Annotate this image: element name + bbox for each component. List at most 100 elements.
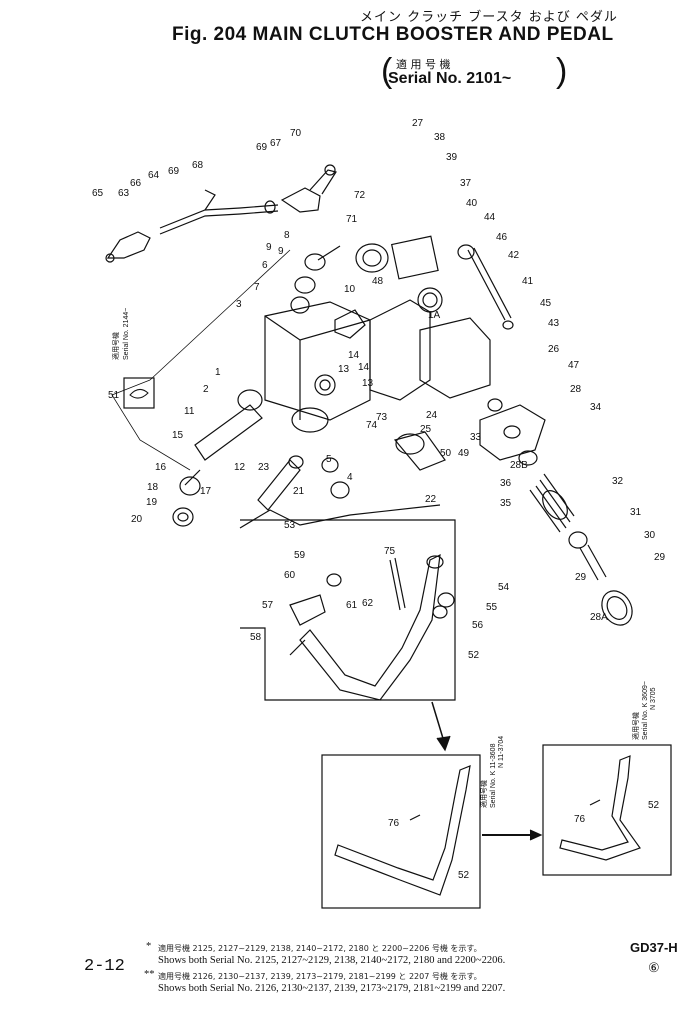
part-label: 16 [155, 462, 167, 473]
part-label: 42 [508, 250, 520, 261]
callout-51-box [123, 377, 155, 409]
part-label: 45 [540, 298, 552, 309]
part-label: 29 [654, 552, 666, 563]
figure-title: Fig. 204 MAIN CLUTCH BOOSTER AND PEDAL [172, 24, 614, 45]
part-label: 52 [468, 650, 480, 661]
part-label: 36 [500, 478, 512, 489]
serial-range: Serial No. 2101~ [388, 70, 512, 87]
inset-right-serial-1: Serial No. K 3609~ [642, 681, 649, 740]
part-label: 31 [630, 507, 642, 518]
cover-housing [419, 317, 491, 399]
part-label: 73 [376, 412, 388, 423]
footnote-1: Shows both Serial No. 2125, 2127~2129, 2… [158, 955, 506, 966]
pedal-group-outline [240, 519, 456, 701]
snap-ring-icon [129, 389, 149, 399]
part-label: 3 [236, 299, 242, 310]
part-label: 13 [362, 378, 374, 389]
part-label: 68 [192, 160, 204, 171]
part-label: 50 [440, 448, 452, 459]
part-label: 7 [254, 282, 260, 293]
part-label: 39 [446, 152, 458, 163]
part-label: 58 [250, 632, 262, 643]
inset-mid-serial-1: Serial No. K 11-3608 [490, 743, 497, 808]
part-label: 69 [168, 166, 180, 177]
part-label: 64 [148, 170, 160, 181]
part-label: 5 [326, 454, 332, 465]
part-label: 49 [458, 448, 470, 459]
part-label: 53 [284, 520, 296, 531]
piston-rod [194, 404, 263, 461]
figure-title-japanese: メイン クラッチ ブースタ および ペダル [360, 10, 618, 25]
inset-mid-serial-2: N 11-3704 [498, 736, 505, 768]
part-label: 66 [130, 178, 142, 189]
page-number: 2-12 [84, 957, 125, 976]
part-label: 38 [434, 132, 446, 143]
part-label: 23 [258, 462, 270, 473]
part-label: 33 [470, 432, 482, 443]
callout-51-serial: Serial No. 2144~ [123, 308, 130, 360]
part-label: 29 [575, 572, 587, 583]
part-label: 25 [420, 424, 432, 435]
part-label: 1A [428, 310, 441, 321]
lever-part [280, 187, 321, 213]
part-label: 24 [426, 410, 438, 421]
inset-mid-japanese: 適用号機 [479, 780, 488, 808]
part-label: 14 [348, 350, 360, 361]
part-label: 18 [147, 482, 159, 493]
inset-right-serial-note: 適用号機 Serial No. K 3609~ N 3705 [631, 681, 657, 740]
part-label: 72 [354, 190, 366, 201]
serial-bracket-left: ( [381, 52, 393, 90]
part-label: 11 [184, 406, 195, 417]
part-label: 76 [388, 818, 400, 829]
part-label: 28B [510, 460, 528, 471]
part-label: 22 [425, 494, 437, 505]
part-label: 19 [146, 497, 158, 508]
part-label: 9 [278, 246, 284, 257]
pull-rod [159, 204, 279, 229]
part-label: 65 [92, 188, 104, 199]
callout-51-serial-note: 適用号機 Serial No. 2144~ [111, 308, 130, 360]
part-label: 8 [284, 230, 290, 241]
footnote-1-mark: * [146, 941, 152, 952]
part-label: 26 [548, 344, 560, 355]
part-label: 21 [293, 486, 305, 497]
serial-bracket-right: ) [556, 52, 568, 90]
part-label: 54 [498, 582, 510, 593]
part-label: 48 [372, 276, 384, 287]
footnote-2-japanese: 適用号機 2126, 2130~2137, 2139, 2173~2179, 2… [158, 972, 482, 981]
part-label: 13 [338, 364, 350, 375]
inset-mid-serial-note: 適用号機 Serial No. K 11-3608 N 11-3704 [479, 736, 505, 808]
part-label: 34 [590, 402, 602, 413]
part-label: 27 [412, 118, 424, 129]
part-label: 17 [200, 486, 212, 497]
part-label: 20 [131, 514, 143, 525]
part-label: 74 [366, 420, 378, 431]
diagram-linework [105, 164, 672, 909]
footnote-1-japanese: 適用号機 2125, 2127~2129, 2138, 2140~2172, 2… [158, 944, 482, 953]
part-label: 69 [256, 142, 268, 153]
part-label: 28 [570, 384, 582, 395]
part-label: 46 [496, 232, 508, 243]
inset-right-serial-2: N 3705 [650, 687, 657, 710]
part-label: 55 [486, 602, 498, 613]
part-label: 47 [568, 360, 580, 371]
part-label: 4 [347, 472, 353, 483]
part-label: 60 [284, 570, 296, 581]
inset-serial-k11 [321, 754, 481, 909]
part-label: 62 [362, 598, 374, 609]
edition-mark: ⑥ [648, 960, 660, 975]
spring-stack [539, 479, 571, 523]
part-label: 9 [266, 242, 272, 253]
part-label: 12 [234, 462, 246, 473]
model-code: GD37-H [630, 940, 678, 955]
part-label: 15 [172, 430, 184, 441]
footnote-2-mark: ** [144, 969, 155, 980]
part-number-labels: 1 2 3 4 5 6 7 8 9 10 11 12 13 14 15 16 1… [92, 118, 666, 881]
booster-housing [264, 301, 371, 421]
part-label: 61 [346, 600, 358, 611]
part-label: 6 [262, 260, 268, 271]
part-label: 63 [118, 188, 130, 199]
part-label: 32 [612, 476, 624, 487]
